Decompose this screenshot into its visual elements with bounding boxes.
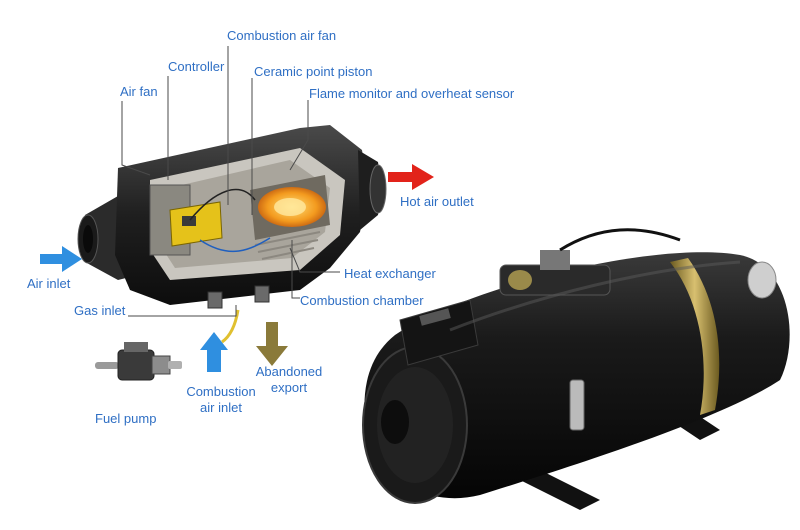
label-flame-monitor: Flame monitor and overheat sensor: [309, 86, 515, 101]
leader-air-fan: [121, 101, 151, 176]
leader-gas-inlet: [128, 305, 237, 317]
label-controller: Controller: [168, 59, 225, 74]
label-abandoned-export-line1: Abandoned: [255, 364, 323, 379]
label-hot-air-outlet: Hot air outlet: [400, 194, 474, 209]
label-ceramic-point-piston: Ceramic point piston: [254, 64, 373, 79]
label-combustion-air-inlet-line2: air inlet: [200, 400, 242, 415]
label-combustion-air-inlet-line1: Combustion: [186, 384, 256, 399]
label-combustion-air-fan: Combustion air fan: [227, 28, 337, 43]
water-heater-icon: [362, 228, 790, 510]
label-air-inlet: Air inlet: [27, 276, 71, 291]
label-gas-inlet: Gas inlet: [74, 303, 126, 318]
cutaway-heater-icon: [77, 125, 387, 309]
abandoned-export-arrow: [256, 322, 288, 366]
combustion-air-inlet-arrow: [200, 309, 240, 372]
label-combustion-chamber: Combustion chamber: [300, 293, 424, 308]
leader-heat-exchanger: [289, 247, 340, 273]
label-abandoned-export: Abandoned export: [256, 364, 323, 396]
label-heat-exchanger: Heat exchanger: [344, 266, 436, 281]
leader-lines: [121, 46, 340, 317]
label-abandoned-export-line2: export: [270, 380, 308, 395]
label-fuel-pump: Fuel pump: [95, 411, 157, 426]
leader-combustion-chamber: [291, 240, 300, 299]
label-air-fan: Air fan: [120, 84, 158, 99]
label-combustion-air-inlet: Combustion air inlet: [186, 384, 255, 416]
leader-flame-monitor: [289, 100, 309, 171]
air-inlet-arrow: [40, 246, 82, 272]
hot-air-outlet-arrow: [388, 164, 434, 190]
fuel-pump-icon: [95, 342, 182, 381]
